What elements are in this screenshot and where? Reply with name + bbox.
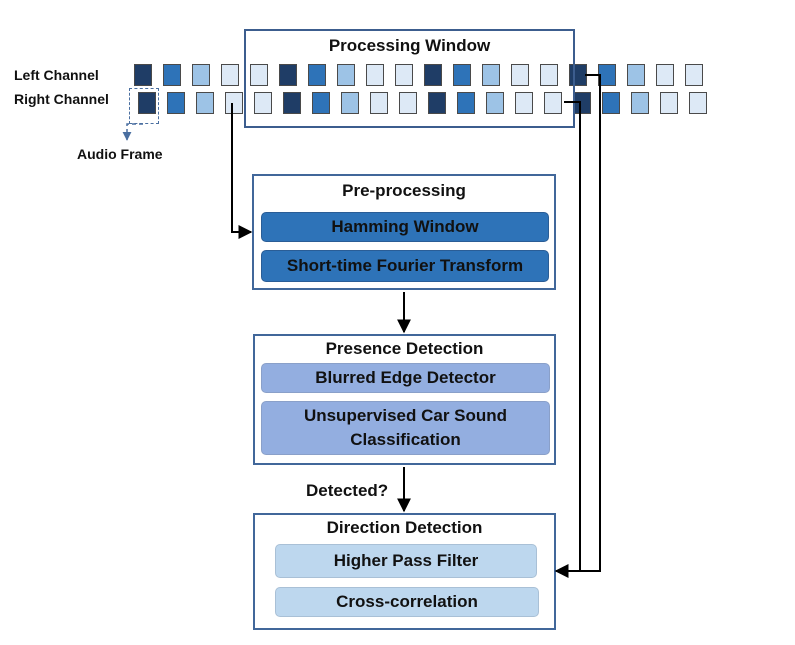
audio-frame-label: Audio Frame	[77, 146, 163, 162]
left-audio-frame	[685, 64, 703, 86]
left-audio-frame	[192, 64, 210, 86]
audio-frame-callout-arrow	[122, 123, 143, 141]
right-audio-frame	[631, 92, 649, 114]
right-audio-frame	[457, 92, 475, 114]
right-audio-frame	[602, 92, 620, 114]
cross-correlation-step: Cross-correlation	[275, 587, 539, 617]
processing-window: Processing Window	[244, 29, 575, 128]
right-audio-frame	[399, 92, 417, 114]
left-audio-frame	[395, 64, 413, 86]
left-audio-frame	[482, 64, 500, 86]
preprocessing-title: Pre-processing	[342, 181, 466, 200]
left-audio-frame	[540, 64, 558, 86]
left-audio-frame	[134, 64, 152, 86]
hamming-window-step: Hamming Window	[261, 212, 549, 242]
processing-window-title: Processing Window	[328, 36, 491, 55]
right-audio-frame	[312, 92, 330, 114]
right-audio-frame	[254, 92, 272, 114]
preprocessing-box: Pre-processing Hamming Window Short-time…	[252, 174, 556, 290]
right-audio-frame	[660, 92, 678, 114]
right-audio-frame	[196, 92, 214, 114]
left-audio-frame	[366, 64, 384, 86]
higher-pass-filter-step: Higher Pass Filter	[275, 544, 537, 578]
presence-detection-title: Presence Detection	[325, 339, 484, 358]
detected-question-label: Detected?	[306, 481, 389, 500]
left-audio-frame	[279, 64, 297, 86]
left-audio-frame	[308, 64, 326, 86]
left-audio-frame	[424, 64, 442, 86]
right-channel-bypass-line	[564, 101, 581, 571]
right-audio-frame	[544, 92, 562, 114]
right-audio-frame	[689, 92, 707, 114]
direction-detection-box: Direction Detection Higher Pass Filter C…	[253, 513, 556, 630]
left-audio-frame	[656, 64, 674, 86]
left-audio-frame	[221, 64, 239, 86]
left-audio-frame	[511, 64, 529, 86]
presence-detection-box: Presence Detection Blurred Edge Detector…	[253, 334, 556, 465]
right-audio-frame	[225, 92, 243, 114]
car-sound-classification-step: Unsupervised Car Sound Classification	[261, 401, 550, 455]
left-audio-frame	[337, 64, 355, 86]
blurred-edge-detector-step: Blurred Edge Detector	[261, 363, 550, 393]
stft-step: Short-time Fourier Transform	[261, 250, 549, 282]
left-channel-label: Left Channel	[14, 67, 99, 83]
window-to-preprocessing-arrow	[231, 103, 253, 239]
right-audio-frame	[486, 92, 504, 114]
right-audio-frame	[341, 92, 359, 114]
right-channel-label: Right Channel	[14, 91, 109, 107]
right-audio-frame	[167, 92, 185, 114]
left-channel-bypass-line	[554, 74, 601, 578]
audio-frame-highlight	[129, 88, 159, 124]
right-audio-frame	[370, 92, 388, 114]
right-audio-frame	[138, 92, 156, 114]
left-audio-frame	[250, 64, 268, 86]
right-audio-frame	[428, 92, 446, 114]
left-audio-frame	[163, 64, 181, 86]
direction-detection-title: Direction Detection	[326, 518, 483, 537]
left-audio-frame	[453, 64, 471, 86]
right-audio-frame	[515, 92, 533, 114]
right-audio-frame	[283, 92, 301, 114]
left-audio-frame	[627, 64, 645, 86]
